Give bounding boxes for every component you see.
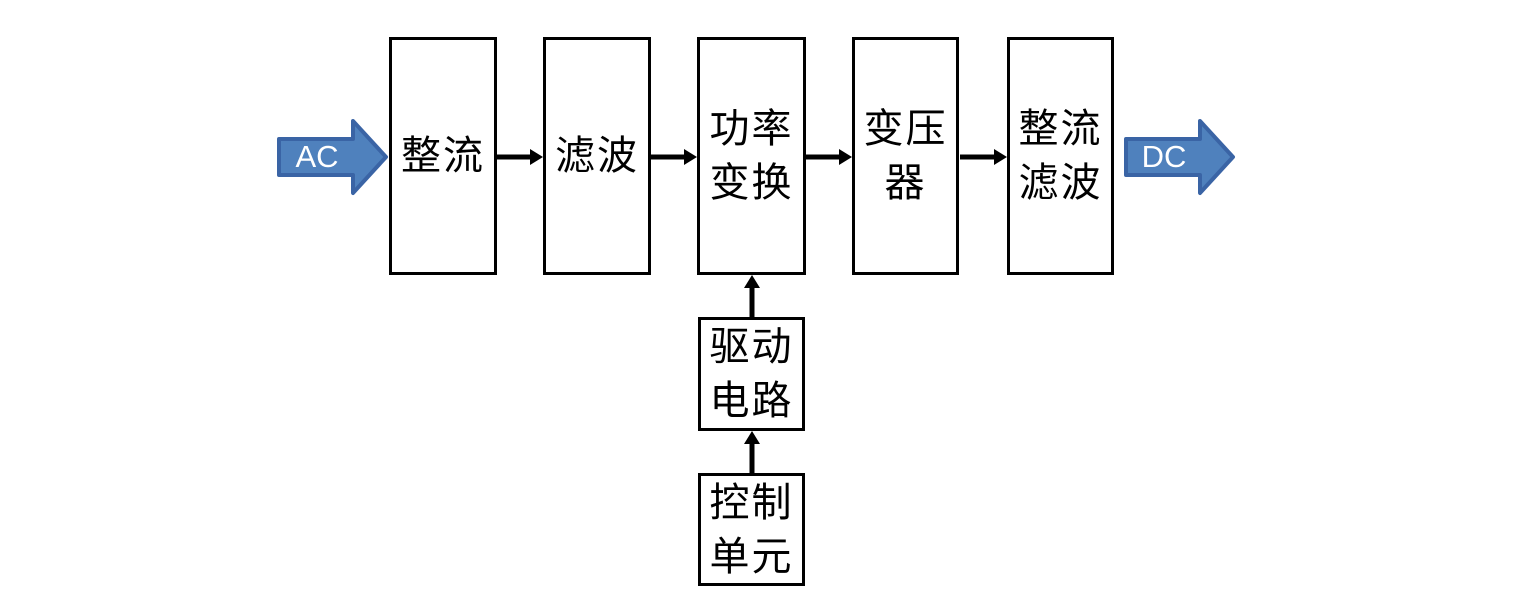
block-control-unit-label: 控制 单元 — [709, 479, 794, 580]
arrow-drive-to-power — [742, 275, 762, 317]
block-transformer-label: 变压 器 — [863, 106, 948, 206]
block-arrow-right-icon — [1124, 119, 1235, 195]
block-rectify-filter: 整流 滤波 — [1007, 37, 1114, 275]
right-arrow-icon — [651, 149, 697, 165]
dc-label: DC — [1141, 139, 1187, 174]
arrow-transformer-to-rectfilter — [960, 147, 1007, 167]
block-power-conversion: 功率 变换 — [697, 37, 806, 275]
dc-output-arrow: DC — [1124, 118, 1236, 196]
block-control-unit: 控制 单元 — [698, 473, 805, 586]
ac-input-arrow: AC — [277, 118, 389, 196]
up-arrow-icon — [744, 275, 760, 317]
arrow-rectifier-to-filter — [497, 147, 543, 167]
block-filter-label: 滤波 — [555, 133, 639, 179]
block-power-conversion-label: 功率 变换 — [709, 106, 794, 206]
arrow-filter-to-power — [651, 147, 697, 167]
ac-label: AC — [295, 139, 339, 174]
block-rectify-filter-label: 整流 滤波 — [1018, 106, 1103, 206]
block-rectifier-label: 整流 — [401, 133, 485, 179]
block-drive-circuit: 驱动 电路 — [698, 317, 805, 431]
right-arrow-icon — [497, 149, 543, 165]
block-filter: 滤波 — [543, 37, 651, 275]
block-rectifier: 整流 — [389, 37, 497, 275]
up-arrow-icon — [744, 431, 760, 473]
right-arrow-icon — [806, 149, 852, 165]
arrow-control-to-drive — [742, 431, 762, 473]
block-transformer: 变压 器 — [852, 37, 959, 275]
block-drive-circuit-label: 驱动 电路 — [709, 324, 794, 424]
block-arrow-right-icon — [277, 119, 388, 195]
arrow-power-to-transformer — [806, 147, 852, 167]
right-arrow-icon — [960, 149, 1007, 165]
